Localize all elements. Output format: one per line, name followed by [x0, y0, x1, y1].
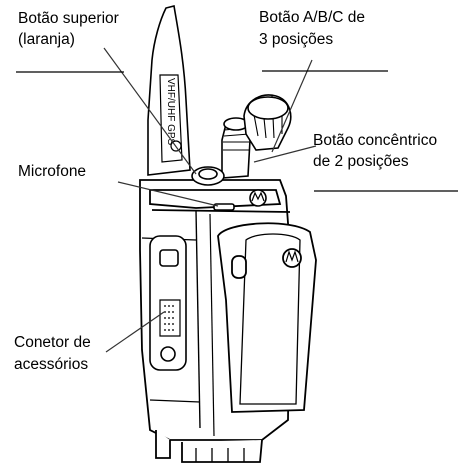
label-top-button-line1: Botão superior [18, 10, 119, 27]
leader-top-button [103, 47, 197, 175]
leader-accessory [105, 311, 165, 353]
leader-microphone [117, 181, 219, 207]
label-top-button-line2: (laranja) [18, 31, 75, 48]
top-controls [191, 94, 292, 211]
belt-clip [217, 222, 317, 413]
label-concentric-line2: de 2 posições [313, 153, 409, 170]
label-accessory-line1: Conetor de [14, 334, 91, 351]
antenna-marking: VHF/UHF GPS [165, 78, 176, 146]
label-concentric-line1: Botão concêntrico [313, 132, 438, 149]
label-microphone: Microfone [18, 163, 87, 180]
antenna: VHF/UHF GPS [147, 5, 191, 176]
leader-concentric [253, 145, 317, 163]
leader-abc-switch [271, 59, 313, 153]
accessory-connector-panel [149, 235, 187, 371]
label-accessory-line2: acessórios [14, 356, 89, 373]
label-rules [16, 70, 458, 192]
leader-lines [103, 47, 317, 353]
label-abc-switch-line2: 3 posições [259, 31, 334, 48]
label-abc-switch-line1: Botão A/B/C de [259, 9, 365, 26]
